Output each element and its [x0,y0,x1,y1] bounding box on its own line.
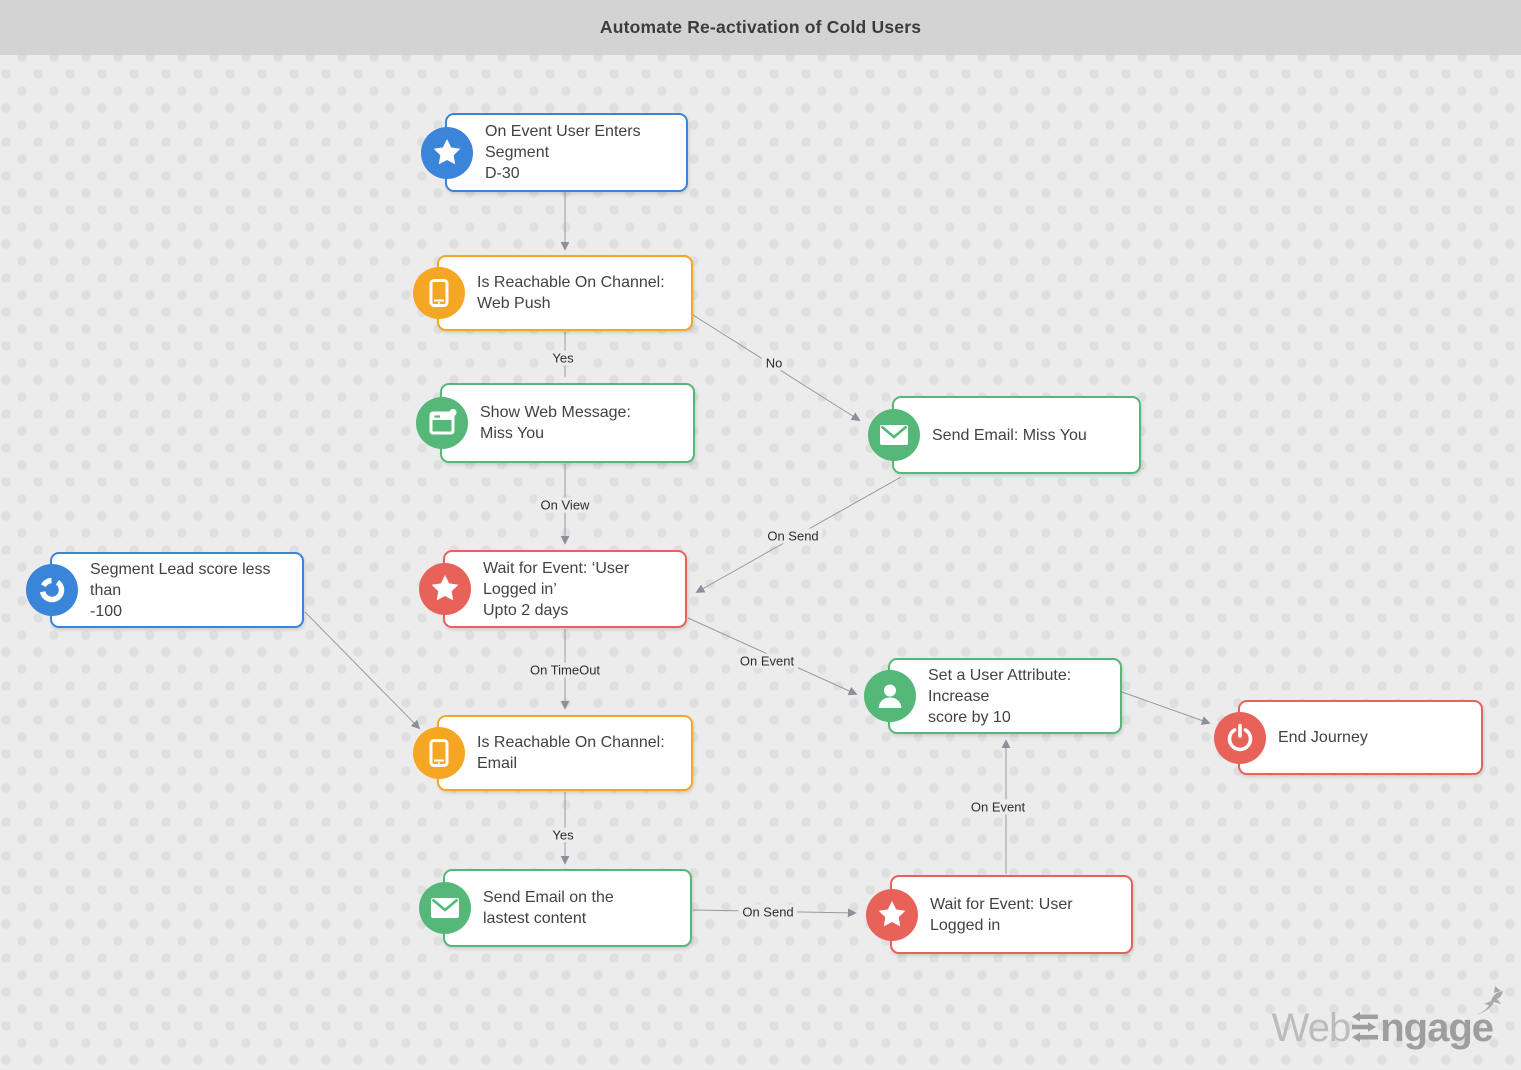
mobile-icon [413,727,465,779]
arrows-e-glyph [1352,1011,1379,1047]
edge-label-no-webpush: No [761,355,787,371]
title-bar: Automate Re-activation of Cold Users [0,0,1521,55]
node-label-line1: Wait for Event: ‘User Logged in’ [483,559,630,598]
node-reachable-web-push[interactable]: Is Reachable On Channel: Web Push [413,255,693,331]
edge-label-on-event-logged: On Event [966,799,1030,815]
node-show-web-message[interactable]: Show Web Message: Miss You [416,383,695,463]
node-send-email-miss-you[interactable]: Send Email: Miss You [868,396,1141,474]
node-segment-entry-trigger[interactable]: On Event User Enters Segment D-30 [421,113,688,192]
node-label-line1: Wait for Event: User Logged in [930,895,1073,934]
star-icon [421,126,473,179]
node-label-line1: Set a User Attribute: Increase [928,666,1072,705]
node-set-user-attribute[interactable]: Set a User Attribute: Increase score by … [864,658,1122,734]
node-wait-event-logged-in[interactable]: Wait for Event: User Logged in [866,875,1133,954]
watermark-web-text: Web [1271,1006,1352,1050]
edge-label-yes-email: Yes [548,827,578,843]
node-label-line1: Is Reachable On Channel: [477,734,665,751]
user-icon [864,670,916,722]
node-label-line2: Miss You [480,425,545,442]
node-label-line1: Send Email: Miss You [932,426,1087,444]
edge-label-on-send-latest: On Send [738,904,798,920]
envelope-icon [419,882,471,934]
edge-label-on-view: On View [536,497,594,513]
hummingbird-icon [1471,984,1507,1022]
webengage-watermark: Web ngage [1271,986,1503,1050]
star-icon [866,888,918,941]
node-label-line1: Segment Lead score less than [90,560,271,599]
envelope-icon [868,409,920,461]
node-label-line1: Is Reachable On Channel: [477,274,665,291]
donut-chart-icon [26,564,78,616]
edge-label-on-send-missyou: On Send [763,528,823,544]
node-label-line2: Web Push [477,295,551,312]
node-label-line1: Send Email on the [483,889,614,906]
star-icon [419,563,471,615]
browser-icon [416,397,468,449]
node-send-email-latest[interactable]: Send Email on the lastest content [419,869,692,947]
node-label-line2: Email [477,755,518,772]
node-label-line2: Upto 2 days [483,601,569,619]
node-label-line1: End Journey [1278,729,1368,746]
node-wait-event-upto-2-days[interactable]: Wait for Event: ‘User Logged in’ Upto 2 … [419,550,687,628]
node-label-line2: score by 10 [928,708,1011,726]
node-segment-lead-score[interactable]: Segment Lead score less than -100 [26,552,304,628]
watermark-engage-text: ngage [1380,1006,1494,1050]
node-label-line2: D-30 [485,165,520,182]
edge-label-yes-webpush: Yes [548,350,578,366]
node-reachable-email[interactable]: Is Reachable On Channel: Email [413,715,693,791]
node-label-line2: -100 [90,602,123,620]
page-title: Automate Re-activation of Cold Users [599,17,922,37]
node-end-journey[interactable]: End Journey [1214,700,1483,775]
edge-label-on-timeout: On TimeOut [525,662,605,678]
mobile-icon [413,267,465,319]
edge-label-on-event-wait: On Event [735,653,799,669]
node-label-line2: lastest content [483,910,587,927]
node-label-line1: On Event User Enters Segment [485,123,641,161]
power-icon [1214,711,1266,764]
node-label-line1: Show Web Message: [480,404,631,421]
